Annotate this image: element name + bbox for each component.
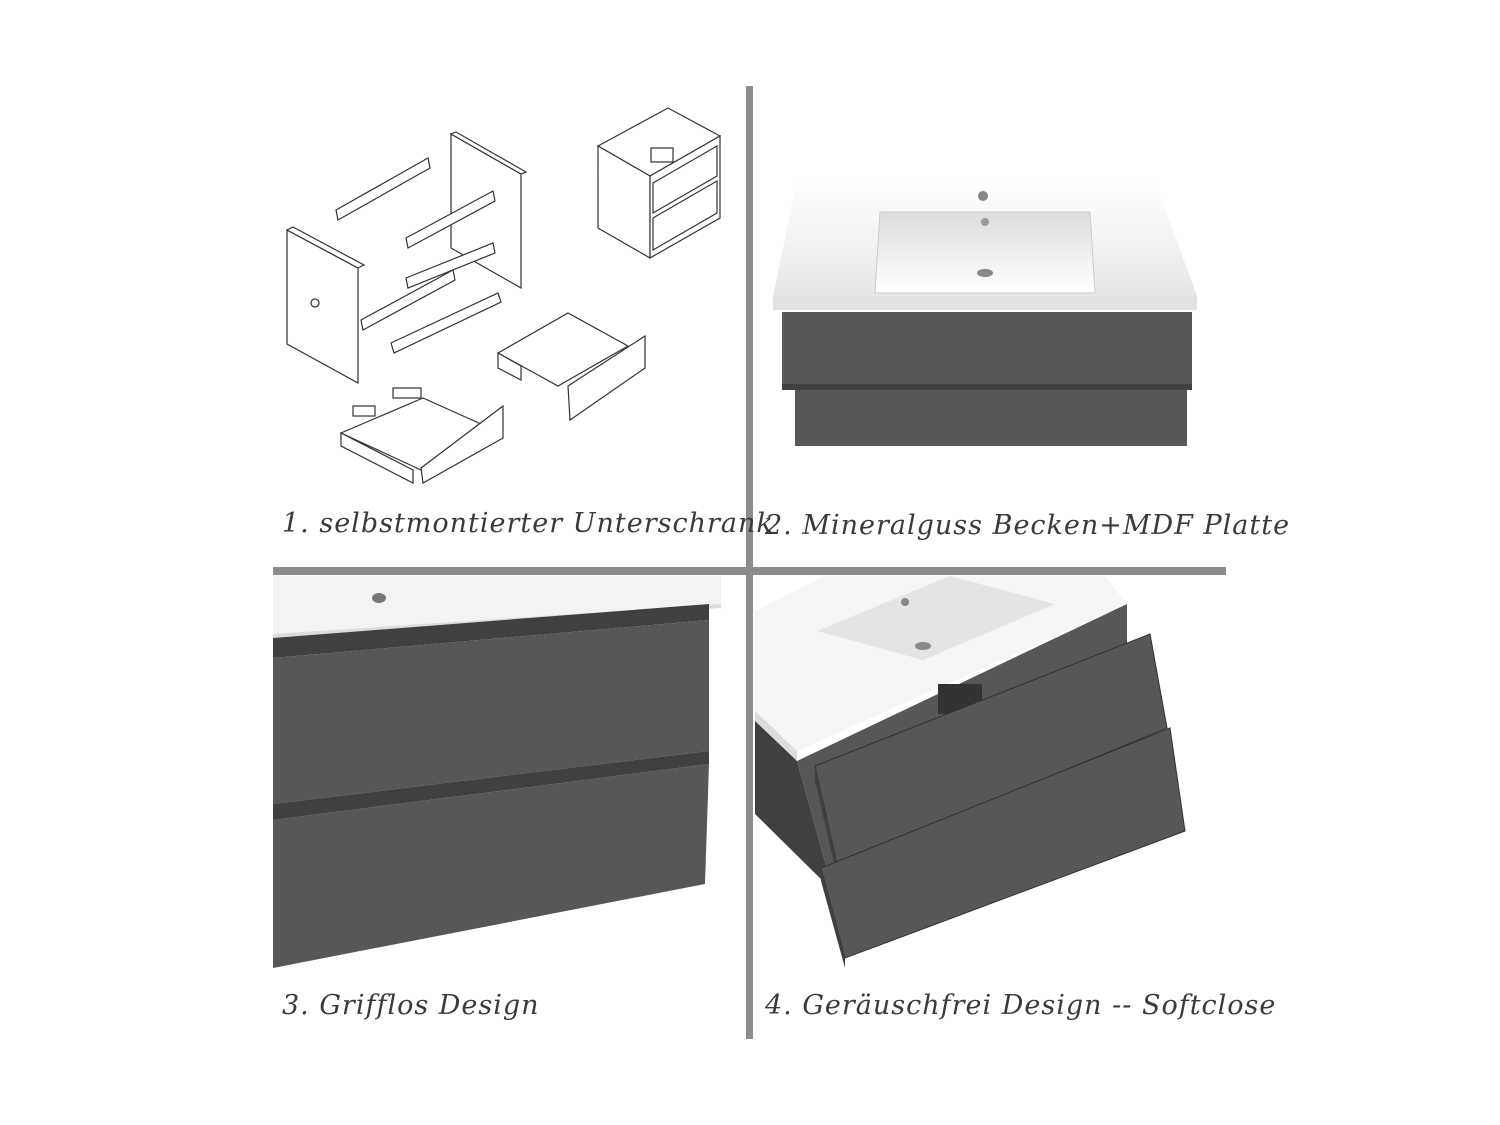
assembled-cabinet-illustration — [596, 107, 722, 260]
softclose-detail-panel — [755, 576, 1227, 1046]
vertical-divider — [746, 86, 753, 1039]
caption-1: 1. selbstmontierter Unterschrank — [282, 508, 774, 539]
assembly-diagram-panel — [273, 88, 745, 566]
assembly-diagram — [285, 107, 722, 484]
grifflos-detail-panel — [273, 576, 745, 1046]
caption-2: 2. Mineralguss Becken+MDF Platte — [765, 510, 1291, 541]
caption-3: 3. Grifflos Design — [282, 990, 540, 1021]
front-view-panel — [755, 88, 1227, 566]
handleless-drawer-illustration — [273, 576, 721, 968]
basin-cabinet-front-illustration — [773, 182, 1197, 446]
horizontal-divider — [273, 567, 1226, 575]
open-drawers-illustration — [755, 576, 1186, 968]
caption-4: 4. Geräuschfrei Design -- Softclose — [765, 990, 1277, 1021]
